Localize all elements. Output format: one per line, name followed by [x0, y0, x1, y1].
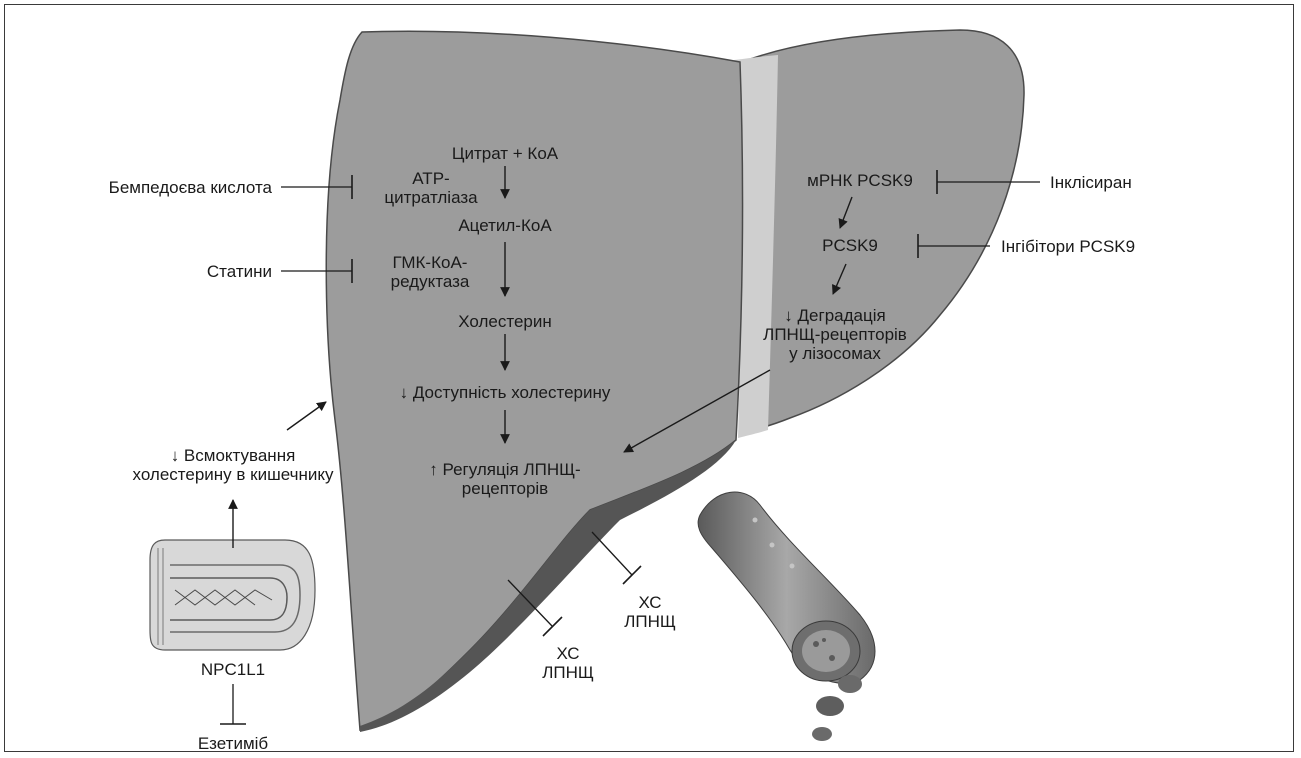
intestinal-villus — [150, 540, 315, 650]
label-citrate-coa: Цитрат + КоА — [425, 144, 585, 163]
inhibition-ezetimibe — [220, 684, 246, 724]
label-pcsk9-inhibitors: Інгібітори PCSK9 — [1001, 237, 1201, 256]
label-acetyl-coa: Ацетил-КоА — [425, 216, 585, 235]
label-bempedoic-acid: Бемпедоєва кислота — [30, 178, 272, 197]
label-atp-citrate-lyase: АТР- цитратліаза — [366, 169, 496, 207]
label-inclisiran: Інклісиран — [1050, 173, 1210, 192]
label-ldl-a: ХС ЛПНЩ — [528, 644, 608, 682]
label-cholesterol: Холестерин — [425, 312, 585, 331]
label-ezetimibe: Езетиміб — [163, 734, 303, 753]
label-mrna-pcsk9: мРНК PCSK9 — [795, 171, 925, 190]
label-statins: Статини — [120, 262, 272, 281]
label-ldl-receptor-regulation: ↑ Регуляція ЛПНЩ- рецепторів — [395, 460, 615, 498]
label-cholesterol-availability: ↓ Доступність холестерину — [360, 383, 650, 402]
liver-right-lobe — [742, 30, 1024, 432]
arrow-absorption-to-liver — [287, 402, 326, 430]
label-ldl-b: ХС ЛПНЩ — [610, 593, 690, 631]
inhibition-ldl-b — [592, 532, 641, 584]
label-receptor-degradation: ↓ Деградація ЛПНЩ-рецепторів у лізосомах — [745, 306, 925, 363]
label-intestinal-absorption: ↓ Всмоктування холестерину в кишечнику — [108, 446, 358, 484]
label-npc1l1: NPC1L1 — [173, 660, 293, 679]
label-hmg-coa-reductase: ГМК-КоА- редуктаза — [368, 253, 492, 291]
blood-vessel — [698, 492, 875, 741]
label-pcsk9: PCSK9 — [800, 236, 900, 255]
